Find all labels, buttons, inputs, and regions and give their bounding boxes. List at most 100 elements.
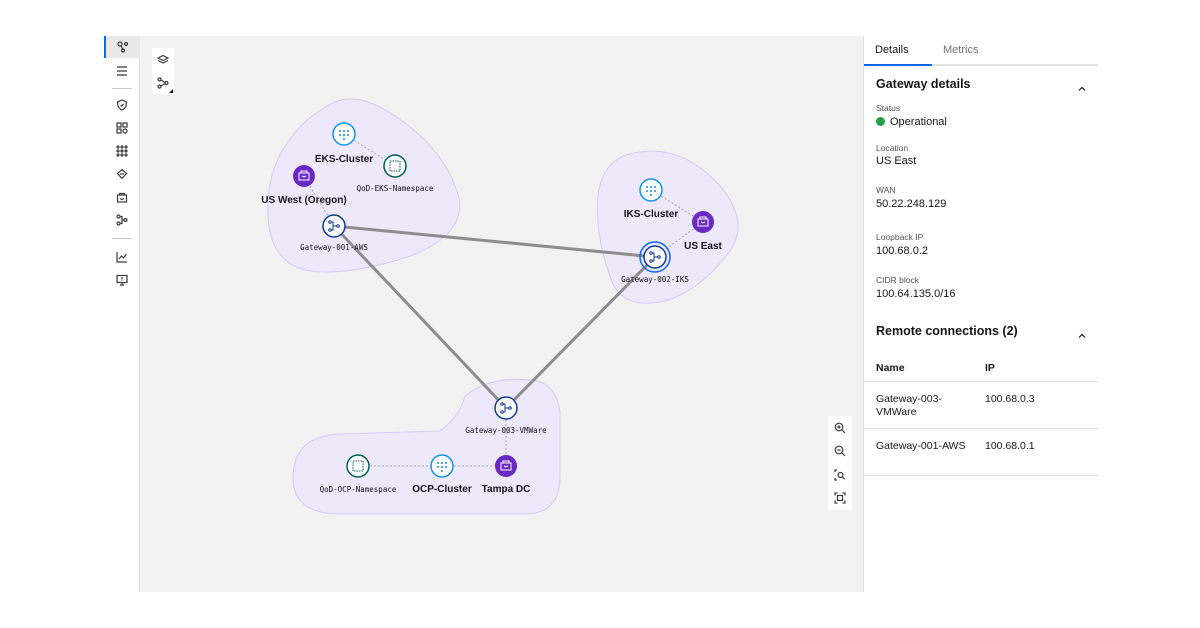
- panel-tabs: Details Metrics: [864, 36, 1098, 66]
- table-row[interactable]: Gateway-003-VMWare 100.68.0.3: [864, 382, 1098, 429]
- monitor-alert-icon: [116, 274, 128, 286]
- namespace-icon: [352, 460, 364, 472]
- gateway-details-title: Gateway details: [876, 77, 971, 91]
- connections-table-header: Name IP: [864, 356, 1098, 382]
- node-gateway-001[interactable]: Gateway-001-AWS: [300, 214, 368, 252]
- table-row[interactable]: Gateway-001-AWS 100.68.0.1: [864, 429, 1098, 476]
- canvas-toolbar: [152, 48, 174, 94]
- gateway-003-label: Gateway-003-VMWare: [465, 426, 547, 435]
- cidr-value: 100.64.135.0/16: [876, 288, 956, 300]
- zoom-in-icon: [834, 422, 846, 434]
- location-icon: [500, 460, 512, 471]
- loopback-value: 100.68.0.2: [876, 245, 928, 257]
- node-us-west[interactable]: US West (Oregon): [261, 165, 347, 206]
- gateway-details-accordion[interactable]: Gateway details: [864, 70, 1098, 100]
- tab-details[interactable]: Details: [864, 36, 932, 66]
- group-us-west[interactable]: [267, 98, 461, 273]
- remote-connections-title: Remote connections (2): [876, 324, 1018, 338]
- tampa-dc-label: Tampa DC: [482, 484, 531, 495]
- namespace-icon: [389, 160, 401, 172]
- node-qod-ocp-namespace[interactable]: QoD-OCP-Namespace: [320, 454, 397, 494]
- group-us-east[interactable]: [597, 150, 739, 304]
- nav-monitoring[interactable]: [104, 269, 140, 291]
- gateway-icon: [116, 214, 128, 226]
- link-gw001-gw002[interactable]: [333, 224, 656, 259]
- zoom-fit-button[interactable]: [828, 463, 852, 487]
- link-gw002-gw003[interactable]: [504, 255, 657, 410]
- loopback-label: Loopback IP: [876, 232, 924, 242]
- status-value: Operational: [876, 116, 947, 128]
- row-name: Gateway-003-VMWare: [876, 393, 942, 418]
- location-icon: [116, 192, 128, 203]
- us-west-label: US West (Oregon): [261, 195, 346, 206]
- topology-graph: EKS-Cluster QoD-EKS-Namespace US West (O…: [261, 98, 739, 515]
- node-qod-eks-namespace[interactable]: QoD-EKS-Namespace: [357, 154, 434, 193]
- nav-cloud[interactable]: [104, 163, 140, 185]
- gateway-002-label: Gateway-002-IKS: [621, 275, 689, 284]
- nav-topology[interactable]: [104, 36, 140, 58]
- fit-to-screen-icon: [834, 492, 846, 504]
- list-icon: [117, 66, 127, 76]
- node-gateway-002-selected[interactable]: Gateway-002-IKS: [621, 241, 689, 284]
- nav-locations[interactable]: [104, 186, 140, 208]
- node-iks-cluster[interactable]: IKS-Cluster: [624, 178, 679, 220]
- nav-security[interactable]: [104, 94, 140, 116]
- status-dot-icon: [876, 117, 885, 126]
- topology-icon: [117, 41, 129, 53]
- link-gw001-gw003[interactable]: [332, 224, 508, 410]
- eks-cluster-label: EKS-Cluster: [315, 154, 373, 165]
- node-eks-cluster[interactable]: EKS-Cluster: [315, 122, 373, 165]
- iks-cluster-label: IKS-Cluster: [624, 209, 679, 220]
- qod-eks-namespace-label: QoD-EKS-Namespace: [357, 184, 434, 193]
- nav-gateways[interactable]: [104, 209, 140, 231]
- node-gateway-003[interactable]: Gateway-003-VMWare: [465, 396, 547, 435]
- chevron-up-icon: [1078, 80, 1086, 91]
- nav-list[interactable]: [104, 60, 140, 82]
- node-us-east[interactable]: US East: [684, 211, 723, 252]
- location-icon: [298, 170, 310, 181]
- zoom-out-button[interactable]: [828, 440, 852, 464]
- nav-clusters[interactable]: [104, 140, 140, 162]
- connection-icon: [157, 76, 169, 89]
- cluster-icon: [437, 462, 447, 472]
- nav-metrics[interactable]: [104, 246, 140, 268]
- row-ip: 100.68.0.1: [985, 440, 1035, 452]
- layers-button[interactable]: [152, 48, 174, 71]
- zoom-in-button[interactable]: [828, 416, 852, 440]
- details-panel: Details Metrics Gateway details Status O…: [863, 36, 1098, 592]
- side-nav-rail: [104, 36, 140, 592]
- gateway-icon: [649, 251, 661, 263]
- tab-metrics[interactable]: Metrics: [943, 44, 979, 56]
- location-icon: [697, 216, 709, 227]
- chevron-up-icon: [1078, 327, 1086, 338]
- column-ip: IP: [985, 362, 995, 374]
- wan-value: 50.22.248.129: [876, 198, 947, 210]
- remote-connections-accordion[interactable]: Remote connections (2): [864, 317, 1098, 347]
- layers-icon: [157, 54, 169, 64]
- row-name: Gateway-001-AWS: [876, 440, 966, 452]
- status-text: Operational: [890, 116, 947, 128]
- us-east-label: US East: [684, 241, 722, 252]
- nav-apps[interactable]: [104, 117, 140, 139]
- fit-to-screen-button[interactable]: [828, 487, 852, 511]
- cidr-label: CIDR block: [876, 275, 919, 285]
- node-tampa-dc[interactable]: Tampa DC: [482, 455, 531, 495]
- qod-ocp-namespace-label: QoD-OCP-Namespace: [320, 485, 397, 494]
- row-ip: 100.68.0.3: [985, 393, 1035, 405]
- connection-filter-button[interactable]: [152, 71, 174, 94]
- zoom-controls: [828, 416, 852, 510]
- group-tampa[interactable]: [292, 378, 561, 515]
- chart-icon: [116, 252, 127, 263]
- topology-canvas[interactable]: EKS-Cluster QoD-EKS-Namespace US West (O…: [140, 36, 863, 592]
- ocp-cluster-label: OCP-Cluster: [412, 484, 472, 495]
- menu-indicator: [169, 89, 173, 93]
- gateway-icon: [328, 220, 340, 232]
- node-ocp-cluster[interactable]: OCP-Cluster: [412, 454, 472, 495]
- grid-dots-icon: [116, 145, 128, 157]
- rail-divider: [112, 238, 132, 239]
- location-label: Location: [876, 143, 909, 153]
- location-value: US East: [876, 155, 917, 167]
- apps-icon: [116, 122, 128, 134]
- cluster-icon: [339, 130, 349, 140]
- column-name: Name: [876, 362, 905, 374]
